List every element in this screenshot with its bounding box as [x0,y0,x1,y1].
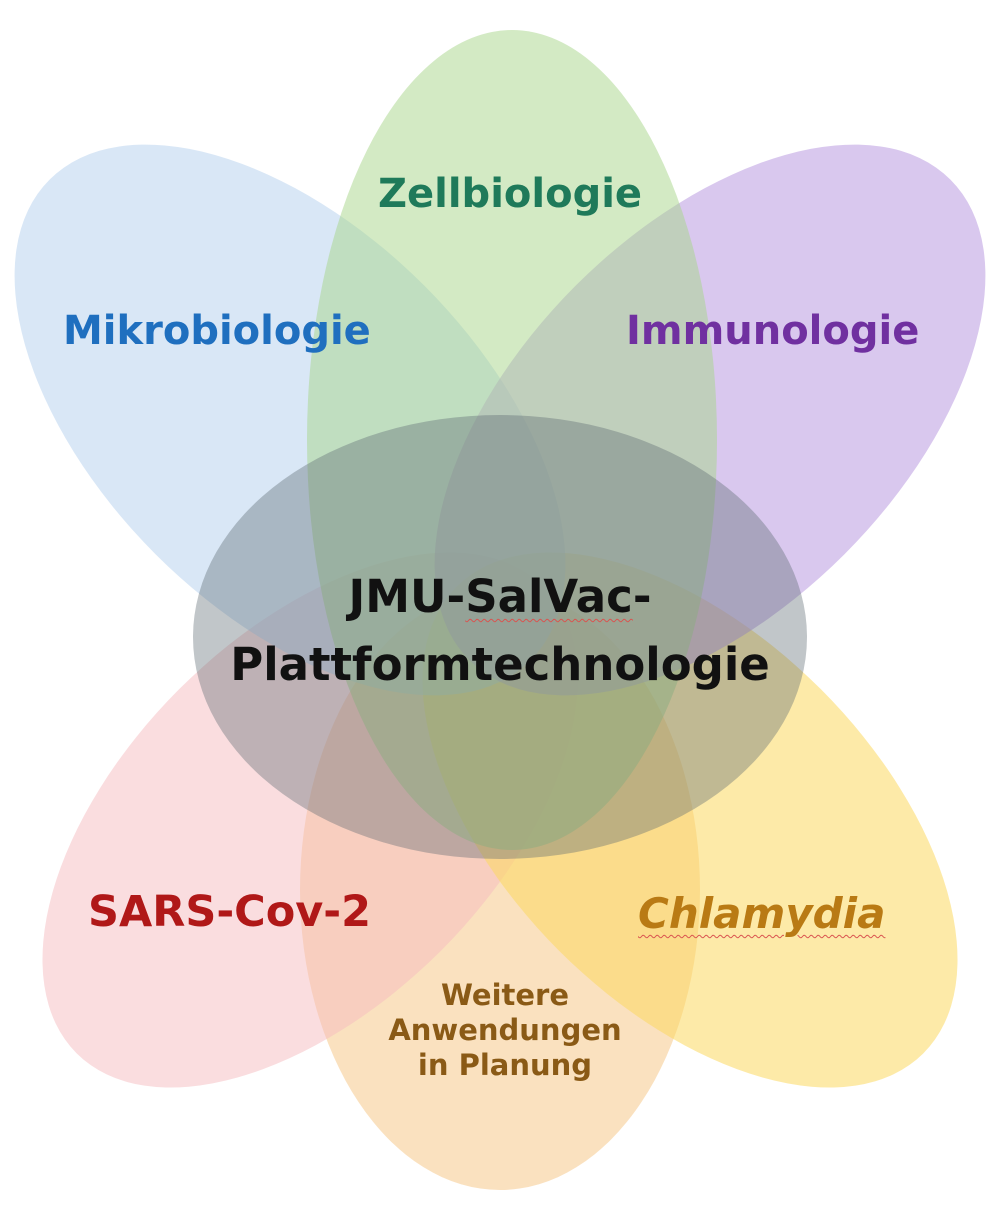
mikrobiologie-label: Mikrobiologie [63,308,371,354]
weitere-line-3: in Planung [417,1047,593,1082]
petal-zellbiologie [307,30,717,850]
weitere-line-1: Weitere [440,978,570,1012]
center-title: JMU-SalVac- Plattformtechnologie [200,563,800,698]
center-ellipse [193,415,807,859]
center-title-squiggle: SalVac [465,570,633,623]
chlamydia-label: Chlamydia [638,889,886,938]
zellbiologie-label: Zellbiologie [378,171,643,217]
immunologie-label: Immunologie [626,308,920,354]
sars-cov-2-label: SARS-Cov-2 [88,887,372,937]
center-title-line-1: JMU-SalVac- [348,570,652,623]
weitere-line-2: Anwendungen [388,1012,622,1047]
weitere-anwendungen-label: Weitere Anwendungen in Planung [380,978,630,1082]
center-title-line-2: Plattformtechnologie [230,637,770,691]
